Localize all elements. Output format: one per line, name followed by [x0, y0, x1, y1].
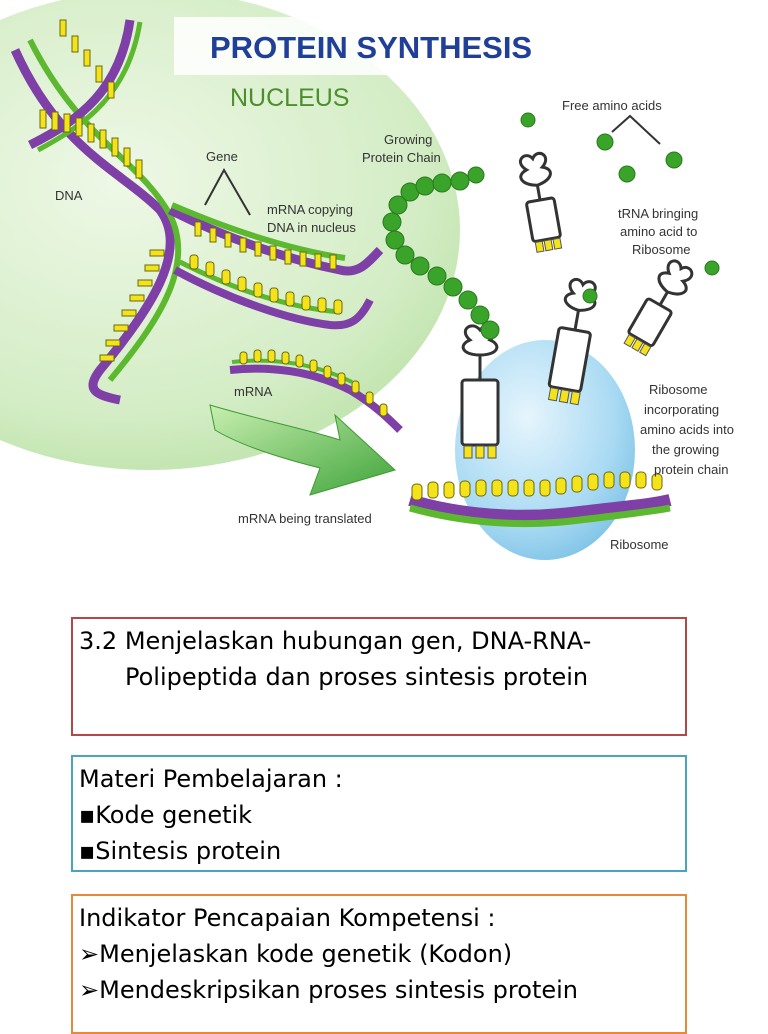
indicators-box: Indikator Pencapaian Kompetensi : ➢Menje…: [71, 894, 687, 1034]
label-ribosome: Ribosome: [610, 537, 669, 552]
label-mrna-translated: mRNA being translated: [238, 511, 372, 526]
label-mrna-copying-1: mRNA copying: [267, 202, 353, 217]
label-ribo-inc-3: amino acids into: [640, 422, 734, 437]
competency-number: 3.2: [79, 627, 118, 655]
label-trna-1: tRNA bringing: [618, 206, 698, 221]
arrow-bullet-icon: ➢: [79, 976, 100, 1004]
label-trna-3: Ribosome: [632, 242, 691, 257]
competency-box: 3.2 Menjelaskan hubungan gen, DNA-RNA-Po…: [71, 617, 687, 736]
mrna-strand: [229, 349, 403, 433]
label-mrna-copying-2: DNA in nucleus: [267, 220, 356, 235]
label-mrna: mRNA: [234, 384, 273, 399]
free-amino-acids: [520, 112, 720, 304]
arrow-bullet-icon: ➢: [79, 940, 100, 968]
label-ribo-inc-5: protein chain: [654, 462, 728, 477]
diagram-title: PROTEIN SYNTHESIS: [210, 30, 532, 65]
label-trna-2: amino acid to: [620, 224, 697, 239]
competency-description: Menjelaskan hubungan gen, DNA-RNA-Polipe…: [124, 627, 592, 691]
label-free-amino: Free amino acids: [562, 98, 662, 113]
dna-helix: [10, 19, 384, 405]
materials-box: Materi Pembelajaran : ▪Kode genetik ▪Sin…: [71, 755, 687, 872]
label-growing-1: Growing: [384, 132, 432, 147]
label-gene: Gene: [206, 149, 238, 164]
materials-heading: Materi Pembelajaran :: [79, 765, 343, 793]
label-lines: [204, 114, 661, 216]
growing-protein-chain: [382, 166, 500, 340]
materials-item: ▪Kode genetik: [79, 801, 253, 829]
mrna-translated-strand: [408, 471, 672, 528]
protein-synthesis-diagram: PROTEIN SYNTHESIS NUCLEUS: [0, 0, 734, 560]
label-ribo-inc-1: Ribosome: [649, 382, 708, 397]
materials-item: ▪Sintesis protein: [79, 837, 282, 865]
indicators-item: ➢Menjelaskan kode genetik (Kodon): [79, 940, 513, 968]
translation-arrow: [209, 404, 396, 496]
label-ribo-inc-4: the growing: [652, 442, 719, 457]
square-bullet-icon: ▪: [79, 801, 96, 829]
indicators-heading: Indikator Pencapaian Kompetensi :: [79, 904, 496, 932]
competency-text: 3.2 Menjelaskan hubungan gen, DNA-RNA-Po…: [79, 623, 679, 695]
square-bullet-icon: ▪: [79, 837, 96, 865]
indicators-item: ➢Mendeskripsikan proses sintesis protein: [79, 976, 578, 1004]
mrna-copying-strand: [173, 254, 374, 330]
label-dna: DNA: [55, 188, 83, 203]
label-growing-2: Protein Chain: [362, 150, 441, 165]
label-ribo-inc-2: incorporating: [644, 402, 719, 417]
nucleus-label: NUCLEUS: [230, 84, 349, 112]
title-background: [174, 17, 690, 75]
trna-molecules: [460, 151, 694, 459]
